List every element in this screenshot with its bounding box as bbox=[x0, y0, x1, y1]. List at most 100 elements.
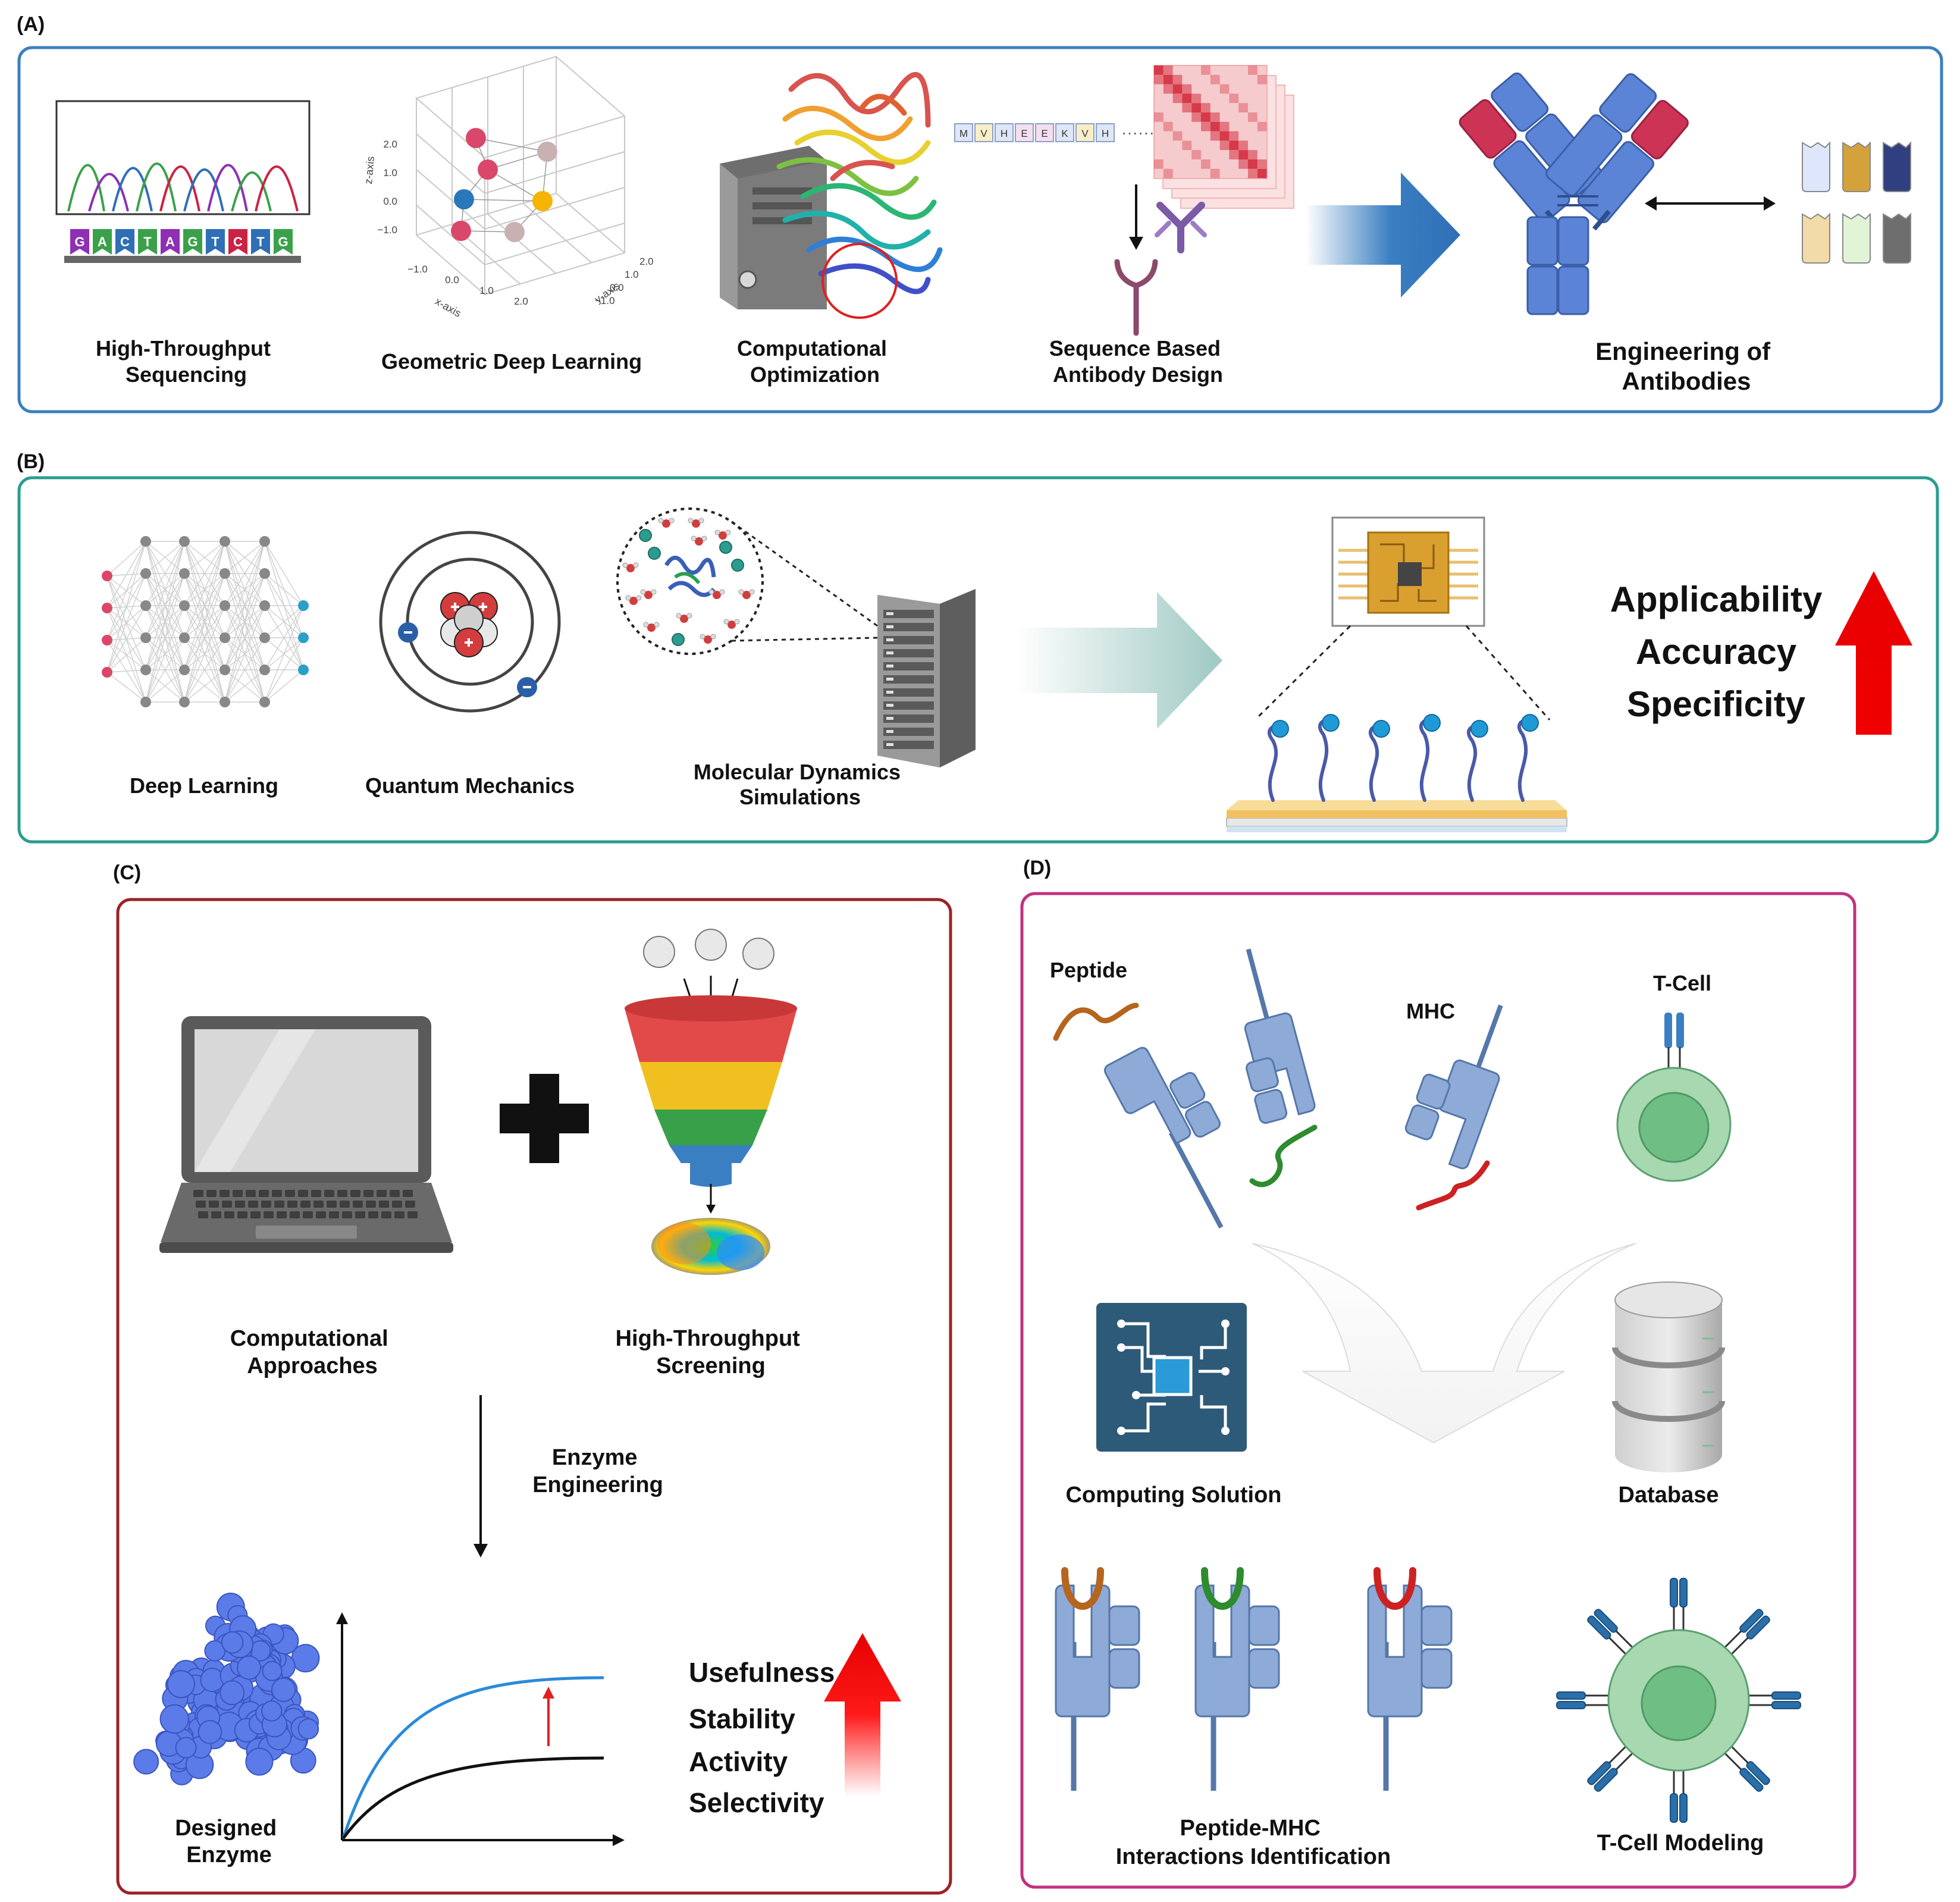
nn-edge bbox=[184, 669, 225, 703]
keyboard-key bbox=[377, 1190, 387, 1197]
benefit-c-item: Stability bbox=[689, 1703, 795, 1734]
heatmap-cell bbox=[1172, 84, 1183, 94]
base-tile bbox=[93, 229, 112, 255]
water-hydrogen bbox=[676, 613, 682, 619]
ion bbox=[639, 529, 652, 542]
water-hydrogen bbox=[654, 622, 660, 628]
heatmap-cell bbox=[1154, 65, 1164, 75]
nn-edge bbox=[106, 672, 146, 703]
svg-text:Computational Optimizati: Computational Optimization bbox=[737, 336, 893, 387]
y-axis-ticks: 2.01.00.0−1.0 bbox=[595, 256, 654, 306]
water-hydrogen bbox=[669, 518, 675, 524]
enzyme-atom bbox=[237, 1655, 261, 1680]
heatmap-cell bbox=[1201, 131, 1211, 141]
antibody-small-mauve-icon bbox=[1114, 259, 1158, 336]
label-sequence-based-line2: Antibody Design bbox=[1053, 362, 1223, 387]
nn-edge bbox=[184, 605, 225, 703]
nn-edge bbox=[145, 637, 185, 703]
nn-node bbox=[140, 536, 151, 547]
laptop-icon bbox=[159, 1016, 453, 1253]
y-tick-label: 1.0 bbox=[625, 269, 639, 280]
base-tile bbox=[183, 229, 202, 255]
heatmap-cell bbox=[1172, 65, 1183, 75]
heatmap-cell bbox=[1191, 131, 1201, 141]
heatmap-cell bbox=[1172, 168, 1183, 178]
panel-d: (D) Peptide MHC T-Cell bbox=[1020, 857, 1856, 1889]
receptor-stalk bbox=[1724, 1753, 1742, 1771]
keyboard-key bbox=[313, 1201, 324, 1208]
water-hydrogen bbox=[701, 535, 707, 541]
keyboard-key bbox=[303, 1211, 313, 1218]
tcr-receptor bbox=[1670, 1771, 1688, 1823]
sequence-token-box bbox=[954, 123, 973, 142]
base-letter: T bbox=[143, 234, 152, 249]
keyboard-key bbox=[337, 1190, 347, 1197]
nn-node bbox=[179, 697, 190, 707]
nn-edge bbox=[106, 573, 146, 673]
receptor-chain bbox=[1679, 1578, 1688, 1608]
benefit-c-item: Selectivity bbox=[689, 1787, 824, 1818]
nn-node bbox=[179, 632, 190, 643]
receptor-stalk bbox=[1731, 1746, 1749, 1764]
keyboard-key bbox=[379, 1201, 389, 1208]
probe-ligand bbox=[1470, 720, 1488, 738]
3d-plot-nodes bbox=[451, 128, 557, 242]
nn-edge bbox=[145, 573, 185, 703]
down-arrow-icon bbox=[1129, 184, 1143, 250]
heatmap-cell bbox=[1201, 84, 1211, 94]
water-hydrogen bbox=[636, 595, 642, 601]
mhc-domain bbox=[1108, 1648, 1140, 1689]
enzyme-engineering-arrow-icon bbox=[473, 1395, 488, 1558]
nn-edge bbox=[145, 541, 185, 638]
keyboard-key bbox=[259, 1190, 269, 1197]
keyboard-key bbox=[363, 1190, 374, 1197]
heatmap-cell bbox=[1229, 74, 1239, 84]
heatmap-cell bbox=[1182, 112, 1192, 122]
label-t-cell: T-Cell bbox=[1653, 971, 1711, 995]
svg-text:Engineering of Antibodie: Engineering of Antibodies bbox=[1595, 337, 1777, 395]
y-tick-label: 2.0 bbox=[639, 256, 654, 267]
server-slot bbox=[883, 610, 934, 618]
server-slots bbox=[883, 610, 934, 749]
heatmap-cell bbox=[1191, 74, 1201, 84]
heatmap-cell bbox=[1201, 93, 1211, 104]
nn-edge bbox=[224, 541, 265, 703]
nn-node bbox=[259, 600, 270, 611]
heatmap-cell bbox=[1191, 65, 1201, 75]
heatmap-cell bbox=[1154, 150, 1164, 159]
mhc-domain bbox=[1248, 1605, 1280, 1646]
z-tick-label: 1.0 bbox=[383, 167, 397, 178]
heatmap-cell bbox=[1163, 103, 1173, 112]
server-slot bbox=[883, 675, 934, 684]
keyboard-key bbox=[222, 1201, 232, 1208]
heatmap-cell bbox=[1238, 140, 1248, 151]
heatmap-cell bbox=[1238, 103, 1248, 112]
ion bbox=[731, 559, 744, 572]
heatmap-cell bbox=[1210, 112, 1220, 122]
nn-node bbox=[140, 697, 151, 707]
mhc-groove bbox=[1367, 1584, 1423, 1718]
keyboard-key bbox=[219, 1190, 230, 1197]
x-axis-ticks: −1.00.01.02.0 bbox=[407, 264, 528, 307]
nn-edge bbox=[264, 573, 304, 606]
heatmap-cell bbox=[1238, 159, 1248, 169]
heatmap-cell bbox=[1257, 103, 1267, 112]
water-hydrogen bbox=[725, 529, 731, 535]
water-hydrogen bbox=[622, 562, 628, 568]
heatmap-cell bbox=[1201, 150, 1211, 159]
heatmap-cell bbox=[1229, 168, 1239, 178]
keyboard-key bbox=[311, 1190, 321, 1197]
heatmap-cell bbox=[1238, 112, 1248, 122]
sequence-token-box bbox=[1096, 123, 1115, 142]
mhc-domain bbox=[1420, 1648, 1453, 1689]
nn-node bbox=[259, 632, 270, 643]
heatmap-cell bbox=[1257, 65, 1267, 75]
antibody-vial bbox=[1883, 141, 1911, 192]
y-tick-label: −1.0 bbox=[595, 295, 615, 306]
sequence-token-box bbox=[1075, 123, 1095, 142]
heatmap-cell bbox=[1248, 74, 1257, 84]
base-letter: T bbox=[256, 234, 265, 249]
keyboard-key bbox=[340, 1201, 350, 1208]
sequence-token: V bbox=[980, 128, 987, 139]
antibody-small-purple-icon bbox=[1155, 202, 1207, 253]
